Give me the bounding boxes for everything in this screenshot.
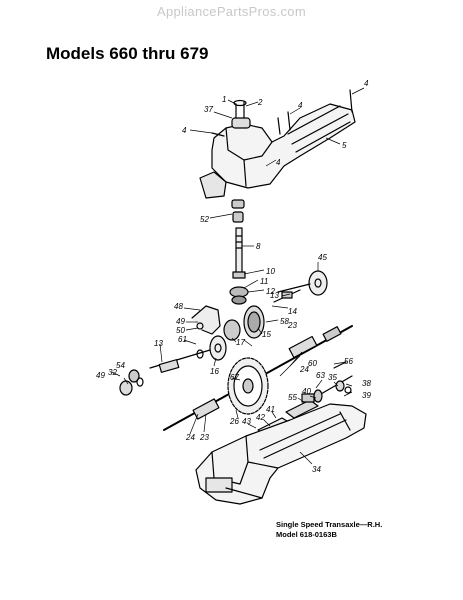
- watermark: AppliancePartsPros.com: [157, 4, 306, 19]
- callout-32: 32: [108, 368, 117, 377]
- callout-48: 48: [174, 302, 183, 311]
- ring-gear-67: [227, 357, 269, 415]
- callout-4: 4: [276, 158, 281, 167]
- bevel-gear-15: [243, 305, 265, 339]
- callout-13: 13: [270, 291, 279, 300]
- callout-11: 11: [260, 277, 268, 286]
- callout-24: 24: [185, 433, 195, 442]
- callout-58: 58: [280, 317, 289, 326]
- diagram-caption: Single Speed Transaxle—R.H. Model 618-01…: [276, 520, 382, 540]
- callout-24: 24: [299, 365, 309, 374]
- callout-49: 49: [176, 317, 185, 326]
- callout-37: 37: [204, 105, 213, 114]
- callout-39: 39: [362, 391, 371, 400]
- collar-set-35: [313, 361, 353, 403]
- callout-63: 63: [316, 371, 325, 380]
- shaft-13-lower: [119, 349, 211, 396]
- callout-10: 10: [266, 267, 275, 276]
- callout-1: 1: [222, 95, 226, 104]
- callout-42: 42: [256, 413, 265, 422]
- caption-line-2: Model 618-0163B: [276, 530, 337, 539]
- callout-4: 4: [364, 79, 369, 88]
- callout-8: 8: [256, 242, 261, 251]
- callout-56: 56: [344, 357, 353, 366]
- callout-13: 13: [154, 339, 163, 348]
- callout-60: 60: [308, 359, 317, 368]
- callout-35: 35: [328, 373, 337, 382]
- callout-15: 15: [262, 330, 271, 339]
- callout-26: 26: [229, 417, 239, 426]
- callout-38: 38: [362, 379, 371, 388]
- lower-housing-34: [195, 403, 367, 505]
- callout-4: 4: [298, 101, 303, 110]
- callout-12: 12: [266, 287, 275, 296]
- shift-fork-48: [191, 305, 221, 335]
- callout-61: 61: [178, 335, 187, 344]
- bushing-52: [231, 199, 245, 223]
- callout-45: 45: [318, 253, 327, 262]
- callout-43: 43: [242, 417, 251, 426]
- gear-16: [209, 335, 227, 361]
- page-title: Models 660 thru 679: [46, 44, 209, 63]
- callout-34: 34: [312, 465, 321, 474]
- caption-line-1: Single Speed Transaxle—R.H.: [276, 520, 383, 529]
- pinion-11: [229, 286, 249, 305]
- callout-54: 54: [116, 361, 125, 370]
- callout-14: 14: [288, 307, 297, 316]
- callout-40: 40: [302, 387, 311, 396]
- callout-50: 50: [176, 326, 185, 335]
- gear-17: [223, 319, 241, 341]
- callout-67: 67: [230, 373, 239, 382]
- callout-4: 4: [182, 126, 187, 135]
- callout-16: 16: [210, 367, 219, 376]
- callout-2: 2: [257, 98, 263, 107]
- callout-41: 41: [266, 405, 275, 414]
- callout-23: 23: [199, 433, 209, 442]
- upper-housing-cover: [199, 89, 356, 199]
- callout-55: 55: [288, 393, 297, 402]
- shaft-8: [232, 227, 246, 279]
- callout-5: 5: [342, 141, 347, 150]
- callout-17: 17: [236, 338, 245, 347]
- callout-23: 23: [287, 321, 297, 330]
- callout-49: 49: [96, 371, 105, 380]
- callout-52: 52: [200, 215, 209, 224]
